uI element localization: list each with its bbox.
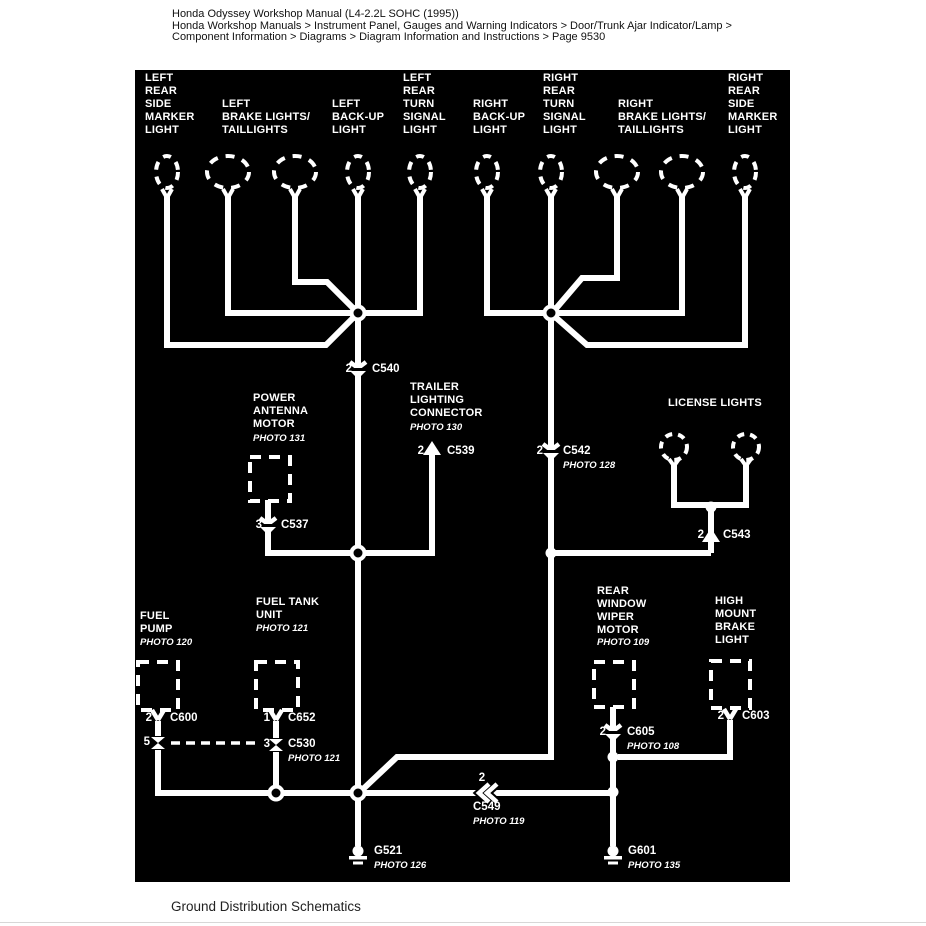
wiring-diagram-svg	[136, 154, 761, 865]
photo-ref-power-antenna: PHOTO 131	[253, 433, 306, 444]
label-left-brake-lights-taillights: LEFT BRAKE LIGHTS/ TAILLIGHTS	[222, 98, 311, 136]
label-left-rear-turn-signal-light: LEFT REAR TURN SIGNAL LIGHT	[403, 72, 446, 136]
photo-ref-g521: PHOTO 126	[374, 860, 427, 871]
label-right-back-up-light: RIGHT BACK-UP LIGHT	[473, 98, 526, 136]
label-fuel-pump: FUEL PUMP	[140, 610, 173, 635]
junction-dots	[267, 304, 717, 802]
name-c600: C600	[170, 712, 198, 724]
name-c652: C652	[288, 712, 316, 724]
ground-symbols	[349, 845, 622, 865]
label-right-brake-lights-taillights: RIGHT BRAKE LIGHTS/ TAILLIGHTS	[618, 98, 707, 136]
pin-c600: 2	[145, 712, 152, 724]
label-trailer-lighting-connector: TRAILER LIGHTING CONNECTOR	[410, 381, 483, 419]
name-c549: C549	[473, 801, 501, 813]
manual-title: Honda Odyssey Workshop Manual (L4-2.2L S…	[172, 8, 459, 20]
label-license-lights: LICENSE LIGHTS	[668, 397, 762, 409]
breadcrumb: Honda Odyssey Workshop Manual (L4-2.2L S…	[172, 8, 732, 44]
pin-c543: 2	[697, 529, 704, 541]
component-boxes	[136, 455, 752, 712]
name-c605: C605	[627, 726, 655, 738]
pin-c549: 2	[478, 772, 486, 784]
name-c537: C537	[281, 519, 309, 531]
photo-ref-trailer: PHOTO 130	[410, 422, 463, 433]
photo-ref-fuel-pump: PHOTO 120	[140, 637, 193, 648]
bottom-divider	[0, 922, 926, 923]
pin-c540: 2	[345, 363, 352, 375]
diagram-caption: Ground Distribution Schematics	[171, 899, 361, 914]
lamp-symbols	[154, 154, 761, 462]
photo-ref-c542: PHOTO 128	[563, 460, 616, 471]
wire-forks	[150, 188, 753, 722]
name-c603: C603	[742, 710, 770, 722]
pin-c652: 1	[263, 712, 270, 724]
photo-ref-fuel-tank: PHOTO 121	[256, 623, 309, 634]
label-rear-window-wiper-motor: REAR WINDOW WIPER MOTOR	[597, 585, 647, 636]
label-left-back-up-light: LEFT BACK-UP LIGHT	[332, 98, 385, 136]
connector-symbols	[150, 360, 720, 806]
label-right-rear-turn-signal-light: RIGHT REAR TURN SIGNAL LIGHT	[543, 72, 586, 136]
label-high-mount-brake-light: HIGH MOUNT BRAKE LIGHT	[715, 595, 757, 646]
schematic-panel: LEFT REAR SIDE MARKER LIGHT LEFT BRAKE L…	[135, 70, 790, 882]
pin-c530: 3	[263, 738, 270, 750]
photo-ref-c530: PHOTO 121	[288, 753, 341, 764]
name-c542: C542	[563, 445, 591, 457]
pin-c542: 2	[536, 445, 543, 457]
label-right-rear-side-marker-light: RIGHT REAR SIDE MARKER LIGHT	[728, 72, 778, 136]
photo-ref-c605: PHOTO 108	[627, 741, 680, 752]
label-power-antenna-motor: POWER ANTENNA MOTOR	[253, 392, 309, 430]
breadcrumb-line-1: Honda Workshop Manuals > Instrument Pane…	[172, 19, 732, 32]
name-c539: C539	[447, 445, 475, 457]
name-c543: C543	[723, 529, 751, 541]
name-c530: C530	[288, 738, 316, 750]
pin-fuel-pump-inline: 5	[143, 736, 150, 748]
photo-ref-g601: PHOTO 135	[628, 860, 681, 871]
photo-ref-wiper-motor: PHOTO 109	[597, 637, 650, 648]
photo-ref-c549: PHOTO 119	[473, 816, 525, 827]
label-left-rear-side-marker-light: LEFT REAR SIDE MARKER LIGHT	[145, 72, 195, 136]
pin-c539: 2	[417, 445, 424, 457]
label-fuel-tank-unit: FUEL TANK UNIT	[256, 596, 320, 621]
pin-c537: 3	[255, 519, 262, 531]
name-g521: G521	[374, 845, 403, 857]
name-c540: C540	[372, 363, 400, 375]
name-g601: G601	[628, 845, 657, 857]
pin-c605: 2	[599, 726, 606, 738]
breadcrumb-line-2: Component Information > Diagrams > Diagr…	[172, 31, 606, 43]
pin-c603: 2	[717, 710, 724, 722]
